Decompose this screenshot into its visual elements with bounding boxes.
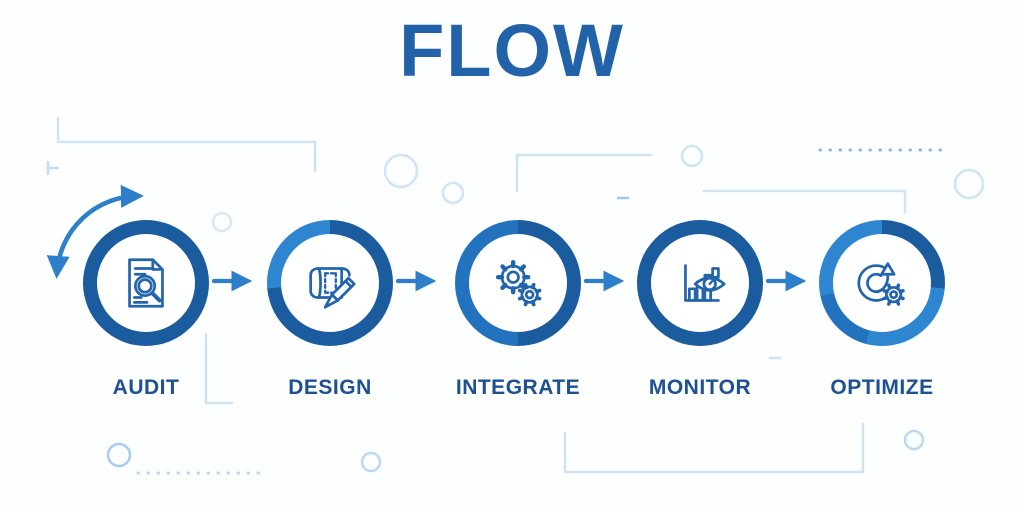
decoration-tick	[46, 161, 59, 175]
optimize-arrow-gear-icon	[833, 234, 931, 332]
audit-document-magnifier-icon	[97, 234, 195, 332]
step-circle-integrate	[455, 220, 581, 346]
step-circle-audit	[83, 220, 209, 346]
step-label-integrate: INTEGRATE	[455, 376, 581, 399]
page-title: FLOW	[399, 9, 625, 92]
monitor-chart-eye-icon	[651, 234, 749, 332]
decoration-bracket-lines	[56, 117, 907, 474]
design-blueprint-pencil-icon	[281, 234, 379, 332]
integrate-gears-icon	[469, 234, 567, 332]
step-circle-monitor	[637, 220, 763, 346]
step-label-design: DESIGN	[288, 376, 372, 399]
decoration-circles	[106, 144, 985, 473]
step-circle-optimize	[819, 220, 945, 346]
curved-cycle-arrow	[46, 184, 144, 279]
step-label-optimize: OPTIMIZE	[830, 376, 934, 399]
step-label-monitor: MONITOR	[648, 376, 752, 399]
decoration-dotted-lines	[136, 148, 952, 475]
step-label-audit: AUDIT	[112, 376, 180, 399]
step-circle-design	[267, 220, 393, 346]
